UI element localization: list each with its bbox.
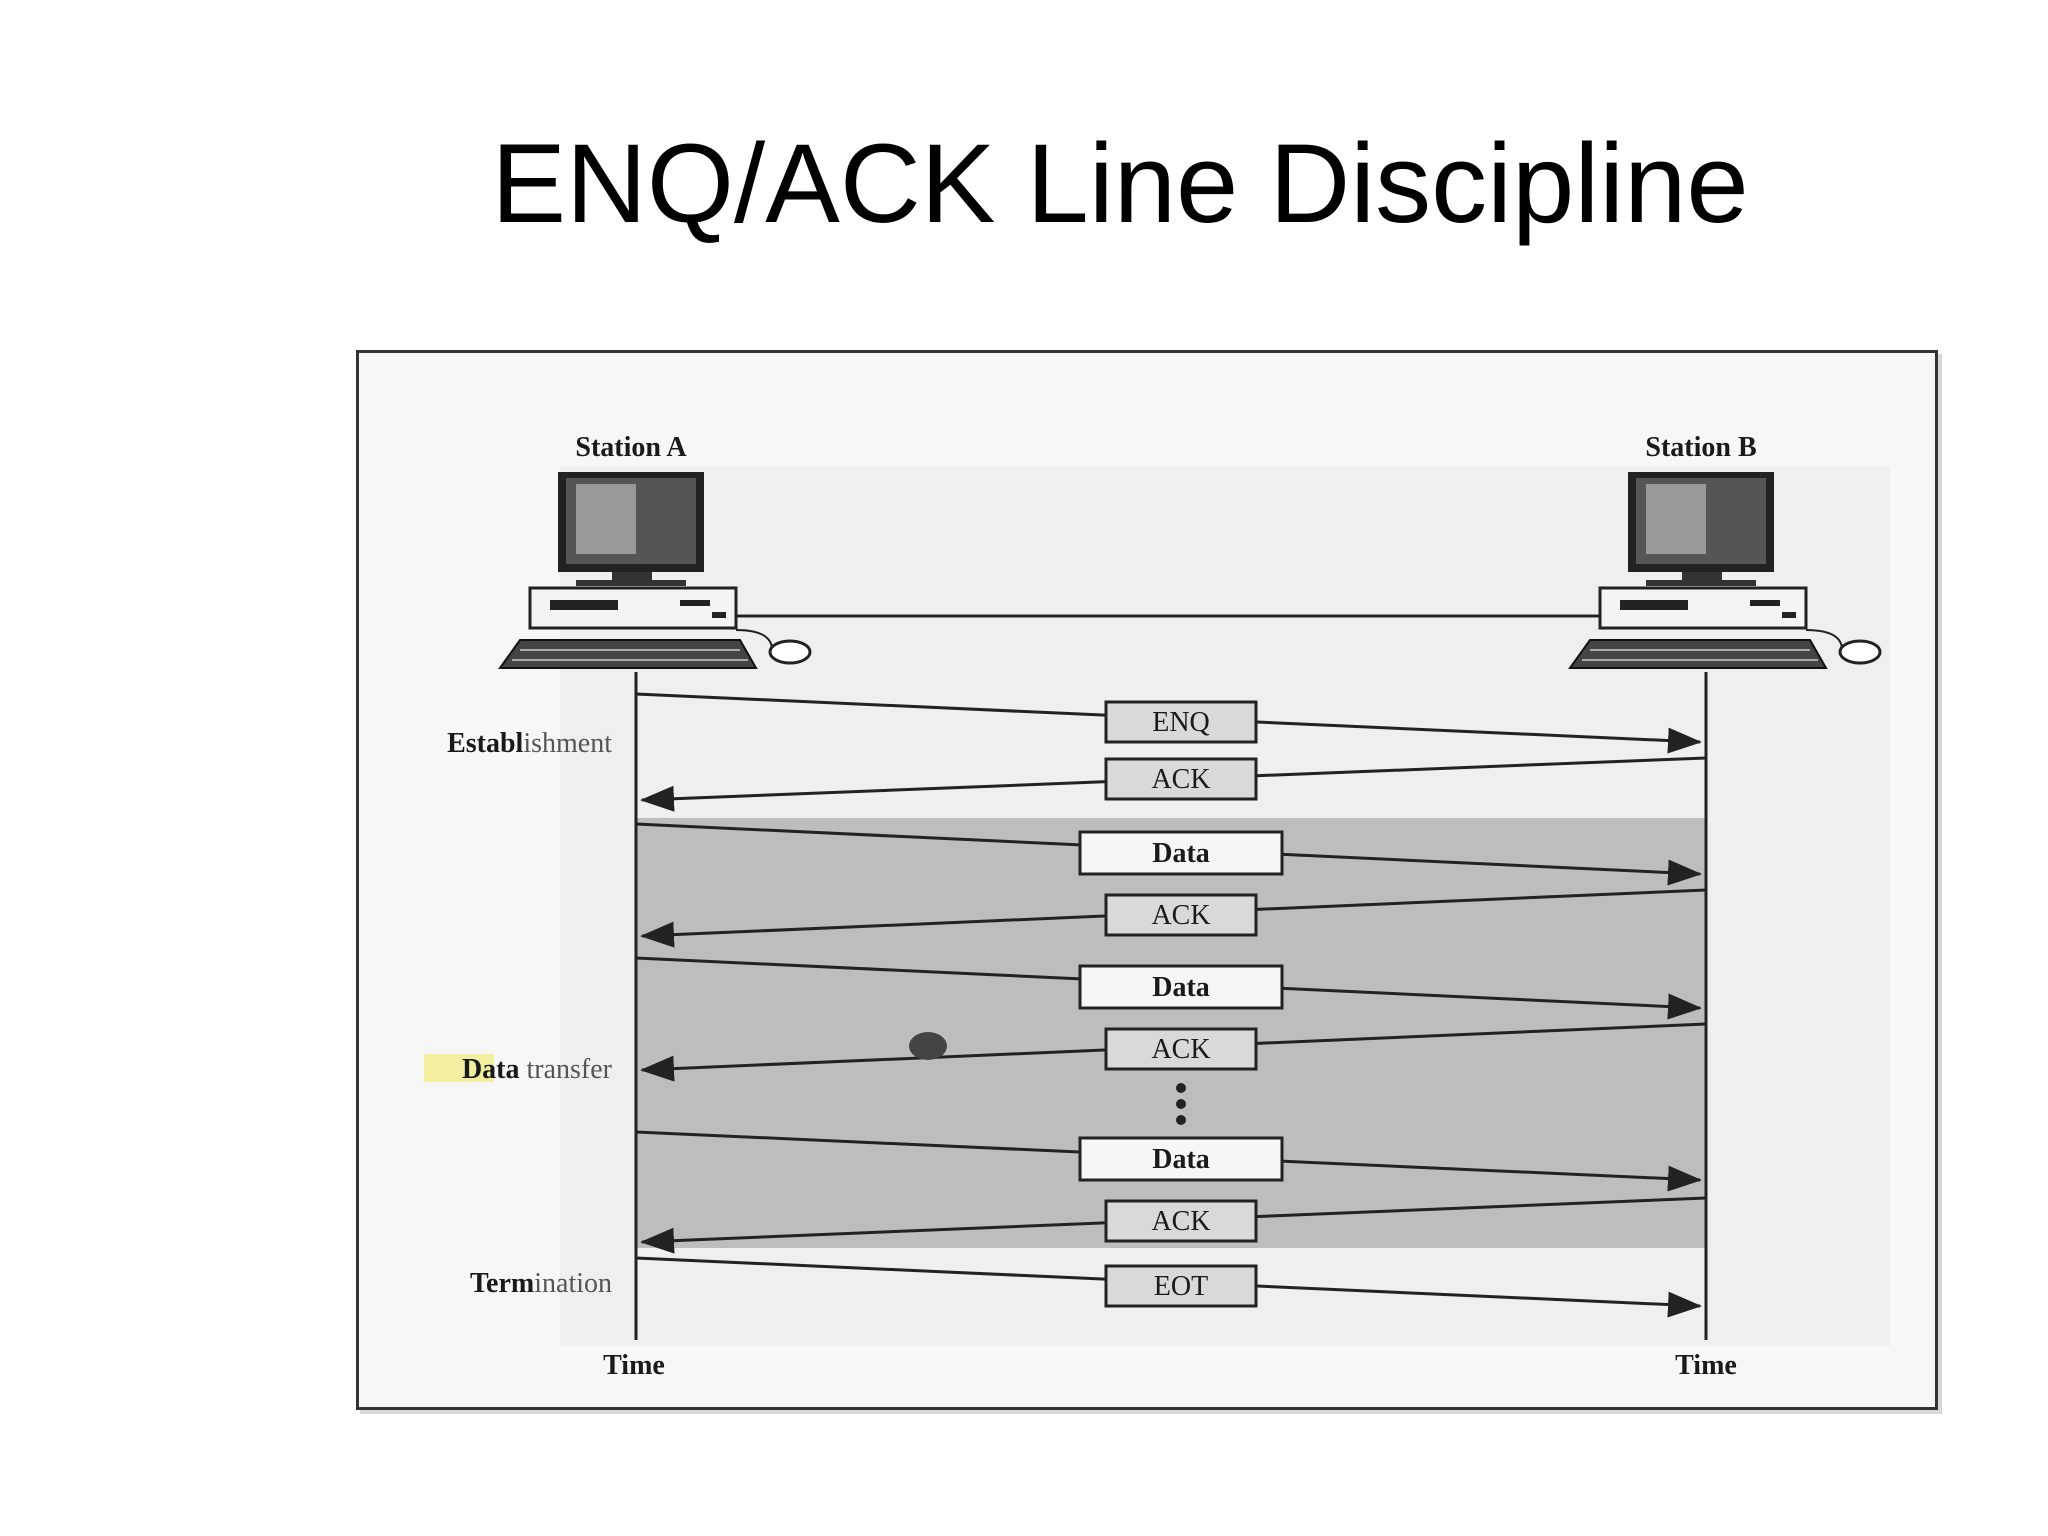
station-a-label: Station A [575,432,687,463]
svg-text:ACK: ACK [1151,900,1210,931]
data1-frame: Data [1078,830,1284,876]
slide-title: ENQ/ACK Line Discipline [491,121,1749,246]
phase-data-transfer-label: Data transfer [462,1054,613,1085]
time-label-b: Time [1675,1350,1737,1381]
svg-text:ACK: ACK [1151,764,1210,795]
station-a-computer-icon [498,472,812,669]
time-label-a: Time [603,1350,665,1381]
ink-blot [909,1032,947,1060]
ack2-frame: ACK [1104,893,1258,937]
ack1-frame: ACK [1104,757,1258,801]
data2-frame: Data [1078,964,1284,1010]
svg-text:ACK: ACK [1151,1206,1210,1237]
phase-establishment-label: Establishment [447,728,612,759]
svg-text:EOT: EOT [1154,1271,1208,1302]
ack3-frame: ACK [1104,1027,1258,1071]
continuation-dots [1176,1083,1186,1125]
data3-frame: Data [1078,1136,1284,1182]
svg-text:ENQ: ENQ [1152,707,1210,738]
data-highlight [424,1054,494,1082]
ack4-frame: ACK [1104,1199,1258,1243]
svg-text:ACK: ACK [1151,1034,1210,1065]
phase-termination-label: Termination [470,1268,612,1299]
station-b-computer-icon [1568,472,1882,669]
svg-text:Data: Data [1152,838,1210,869]
enq-frame: ENQ [1104,700,1258,744]
station-b-label: Station B [1645,432,1756,463]
eot-frame: EOT [1104,1264,1258,1308]
svg-text:Data: Data [1152,1144,1210,1175]
svg-text:Data: Data [1152,972,1210,1003]
